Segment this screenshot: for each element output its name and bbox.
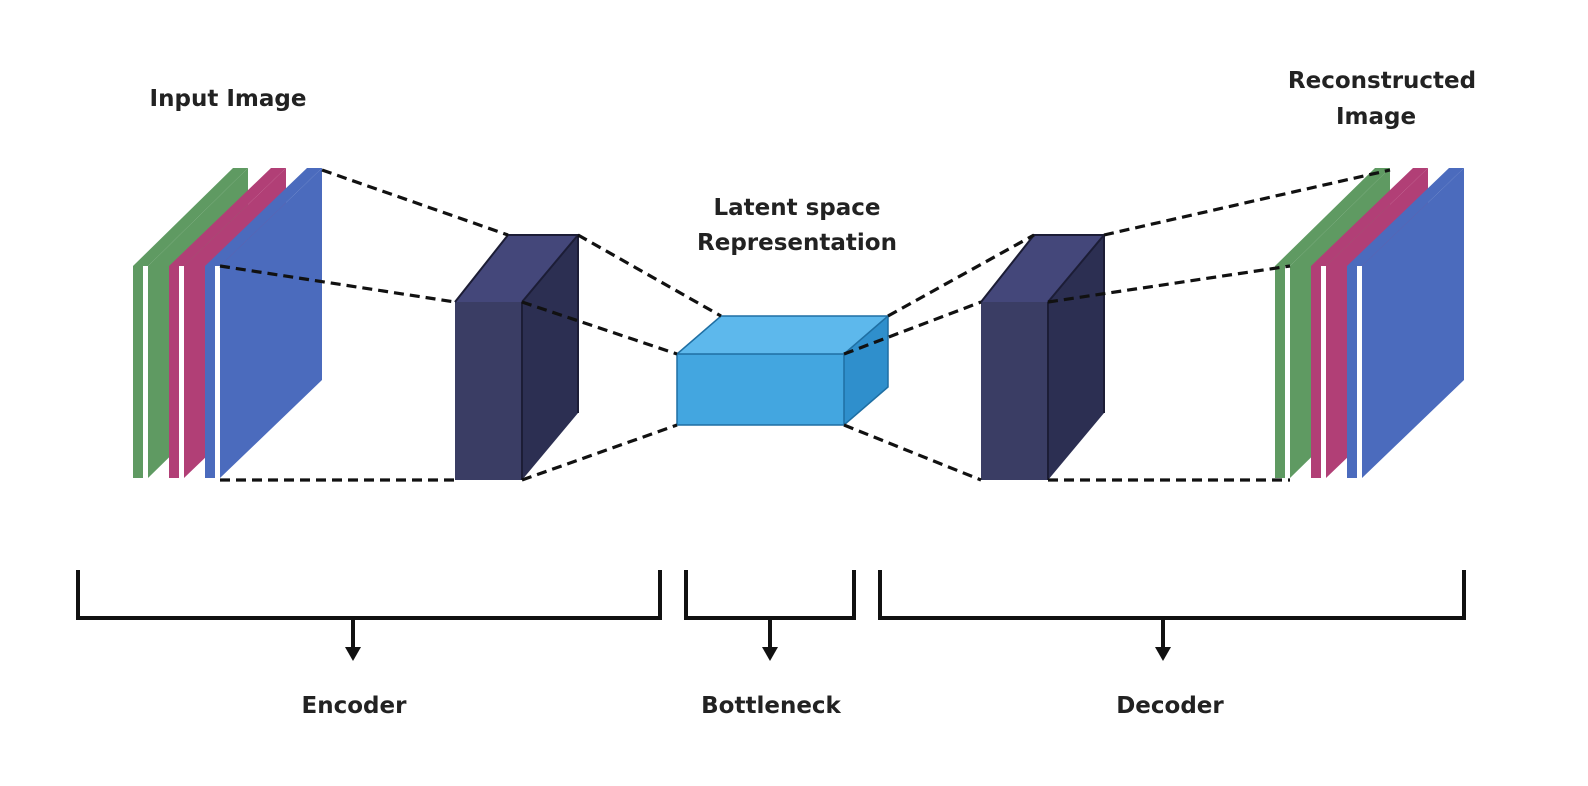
input-image-stack <box>133 168 322 478</box>
encoder-block-edges <box>454 234 579 413</box>
input-red-gap <box>179 266 184 478</box>
decoder-block <box>980 234 1105 480</box>
connector-latent-bottom-to-decoder <box>843 423 982 482</box>
decoder-bracket <box>878 570 1466 661</box>
connector-decoder-top-to-output <box>1103 168 1391 237</box>
latent-space-box <box>676 315 889 426</box>
decoder-bracket-line <box>878 570 1466 620</box>
output-green-channel <box>1275 168 1390 266</box>
decoder-block-side <box>1048 235 1104 480</box>
input-image-label: Input Image <box>150 86 307 112</box>
encoder-block-edge-front <box>521 234 579 303</box>
bottleneck-bracket-line <box>684 570 856 620</box>
connector-latent-mid-to-decoder <box>843 300 982 356</box>
decoder-block-front <box>981 302 1048 480</box>
decoder-label: Decoder <box>1116 693 1224 719</box>
input-red-channel <box>169 168 286 266</box>
output-red-channel <box>1311 168 1428 266</box>
latent-space-label-line1: Latent space <box>713 195 880 221</box>
reconstructed-image-label-line2: Image <box>1336 104 1416 130</box>
output-blue-gap <box>1357 266 1362 478</box>
latent-box-top <box>677 316 888 354</box>
output-green-edge <box>1275 266 1285 478</box>
input-green-edge <box>133 266 143 478</box>
encoder-block-top <box>455 235 578 302</box>
bottleneck-label: Bottleneck <box>701 693 841 719</box>
input-blue-edge <box>205 266 215 478</box>
connector-lines <box>219 168 1391 482</box>
latent-box-front <box>677 354 844 425</box>
input-green-channel <box>133 168 248 266</box>
connector-input-top-to-encoder <box>321 168 509 237</box>
output-red-edge <box>1311 266 1321 478</box>
input-blue-face <box>220 168 322 478</box>
latent-space-label-line2: Representation <box>697 230 897 256</box>
decoder-block-edge-front <box>1047 234 1105 303</box>
input-red-edge <box>169 266 179 478</box>
input-green-gap <box>143 266 148 478</box>
output-green-gap <box>1285 266 1290 478</box>
connector-encoder-mid-to-latent <box>521 300 678 356</box>
output-blue-face <box>1362 168 1464 478</box>
encoder-label: Encoder <box>302 693 408 719</box>
encoder-arrow-head <box>345 647 361 661</box>
decoder-block-edges <box>980 234 1105 413</box>
encoder-block-side <box>522 235 578 480</box>
decoder-arrow-head <box>1155 647 1171 661</box>
bottleneck-arrow-head <box>762 647 778 661</box>
reconstructed-image-stack <box>1275 168 1464 478</box>
encoder-bracket <box>76 570 662 661</box>
encoder-block <box>454 234 579 480</box>
output-blue-channel <box>1347 168 1464 266</box>
bottleneck-bracket <box>684 570 856 661</box>
connector-input-mid-to-encoder <box>219 264 456 304</box>
connector-latent-top-to-decoder <box>887 233 1035 318</box>
output-blue-edge <box>1347 266 1357 478</box>
decoder-block-top <box>981 235 1104 302</box>
connector-encoder-top-to-latent <box>577 233 722 318</box>
encoder-bracket-line <box>76 570 662 620</box>
input-blue-gap <box>215 266 220 478</box>
encoder-block-front <box>455 302 522 480</box>
reconstructed-image-label-line1: Reconstructed <box>1288 68 1476 94</box>
input-blue-channel <box>205 168 322 266</box>
output-red-gap <box>1321 266 1326 478</box>
latent-box-side <box>844 316 888 425</box>
connector-encoder-bottom-to-latent <box>521 423 678 482</box>
connector-decoder-mid-to-output <box>1047 264 1291 304</box>
